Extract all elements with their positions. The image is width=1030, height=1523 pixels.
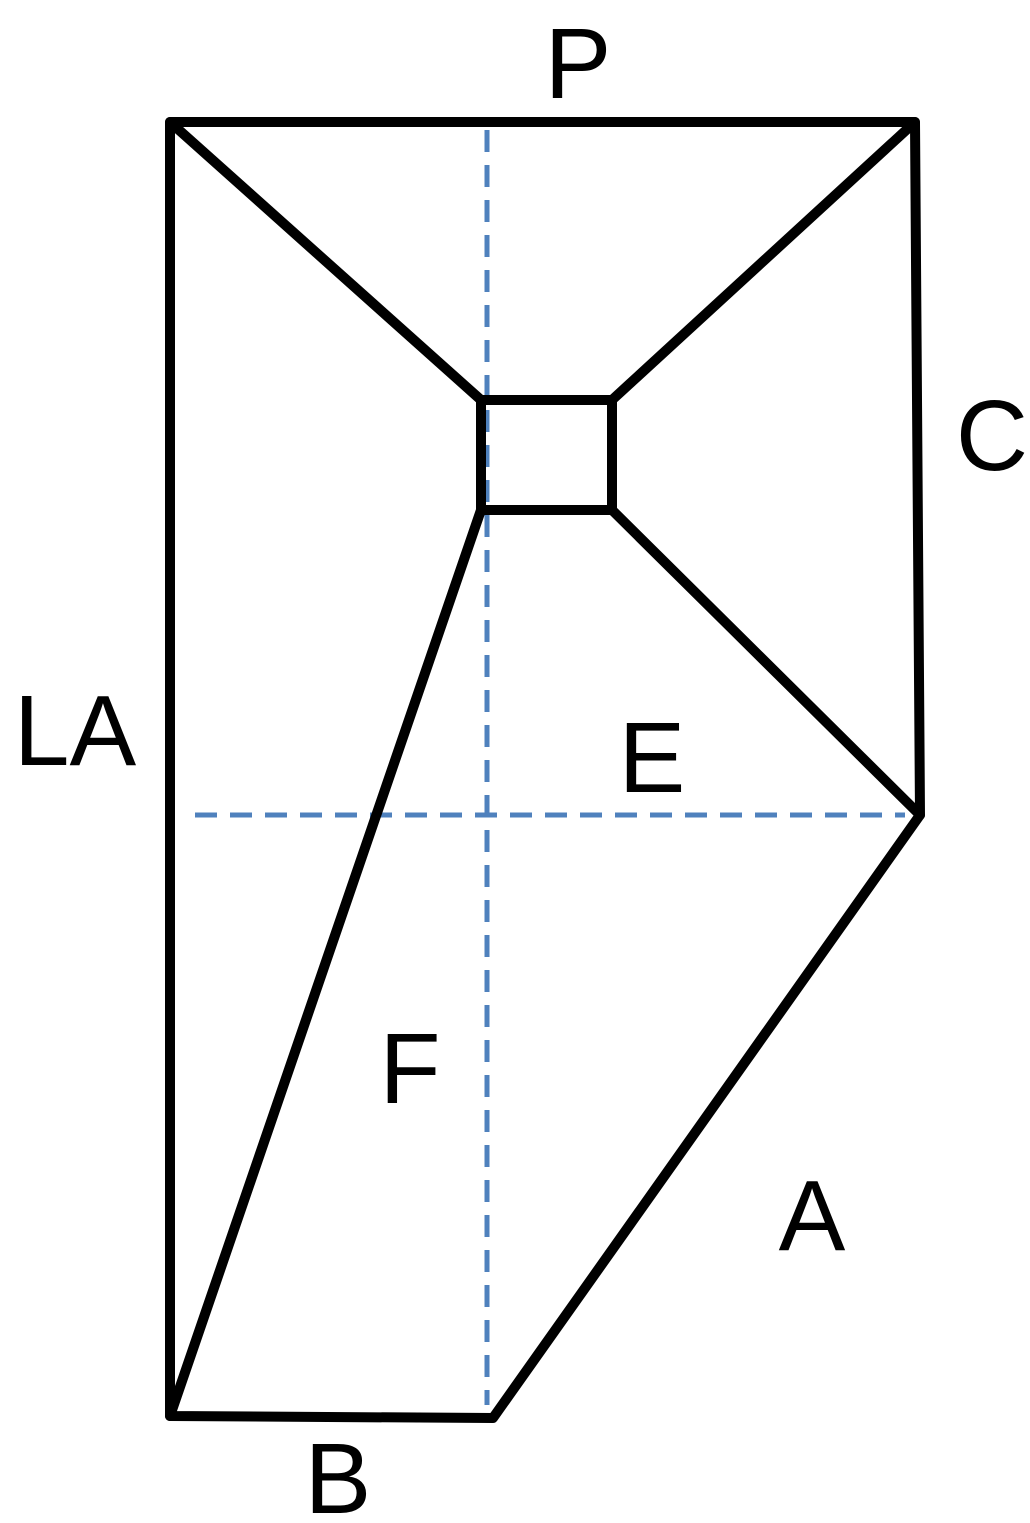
- label-f: F: [379, 1013, 440, 1125]
- line-square-to-right-corner: [607, 505, 925, 820]
- line-square-to-bottom-left: [165, 505, 486, 1421]
- label-la: LA: [14, 675, 137, 787]
- outer-boundary: [165, 117, 925, 1423]
- central-square: [476, 395, 617, 515]
- label-p: P: [545, 8, 612, 120]
- label-a: A: [779, 1160, 846, 1272]
- label-e: E: [619, 702, 686, 814]
- label-b: B: [305, 1423, 372, 1523]
- line-top-left-to-square: [165, 117, 486, 405]
- line-top-right-to-square: [607, 117, 920, 405]
- label-c: C: [956, 380, 1028, 492]
